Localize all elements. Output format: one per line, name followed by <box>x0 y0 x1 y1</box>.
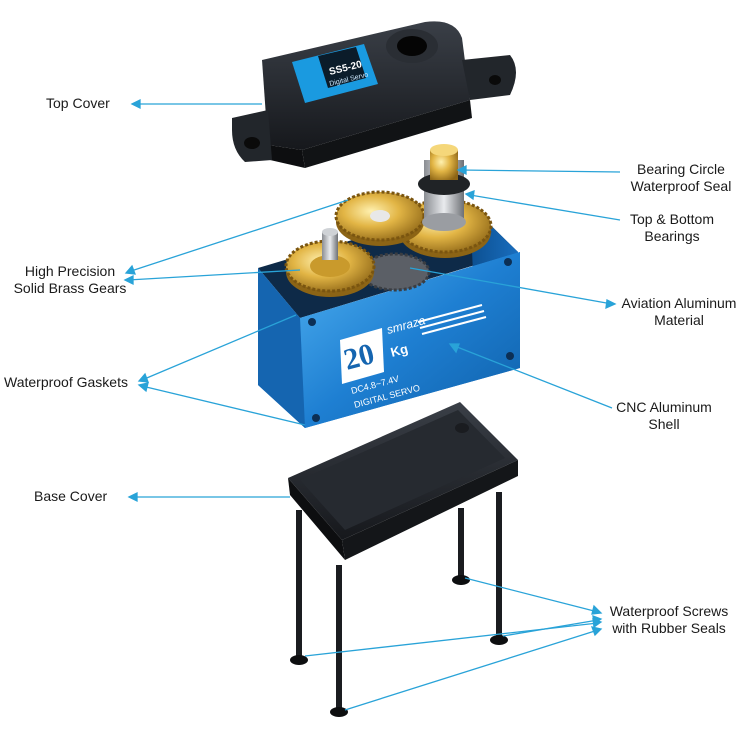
label-top-cover: Top Cover <box>46 95 110 111</box>
label-waterproof-gaskets: Waterproof Gaskets <box>4 374 128 390</box>
label-aviation-aluminum-line1: Aviation Aluminum <box>621 295 737 311</box>
label-aviation-aluminum-line2: Material <box>654 312 704 328</box>
label-bearings-line1: Top & Bottom <box>629 211 715 227</box>
label-screws: Waterproof Screws with Rubber Seals <box>598 603 740 637</box>
screw <box>452 508 470 585</box>
label-aviation-aluminum: Aviation Aluminum Material <box>612 295 746 329</box>
label-cnc-shell-line2: Shell <box>648 416 680 432</box>
label-screws-line2: with Rubber Seals <box>612 620 726 636</box>
label-base-cover: Base Cover <box>34 488 108 504</box>
label-screws-line1: Waterproof Screws <box>609 603 729 619</box>
label-cnc-shell: CNC Aluminum Shell <box>606 399 722 433</box>
label-brass-gears-line2: Solid Brass Gears <box>13 280 127 296</box>
label-cnc-shell-line1: CNC Aluminum <box>616 399 712 415</box>
weight-unit: Kg <box>389 341 410 360</box>
top-cover-sticker: SS5-20 Digital Servo <box>292 44 378 103</box>
label-bearing-seal: Bearing Circle Waterproof Seal <box>622 161 740 195</box>
label-bearing-seal-line1: Bearing Circle <box>637 161 725 177</box>
screw <box>290 510 308 665</box>
label-brass-gears-line1: High Precision <box>24 263 116 279</box>
screw <box>330 565 348 717</box>
label-brass-gears: High Precision Solid Brass Gears <box>4 263 136 297</box>
label-bearings: Top & Bottom Bearings <box>622 211 722 245</box>
leader-lines <box>123 98 621 711</box>
top-cover: SS5-20 Digital Servo <box>232 21 516 168</box>
label-bearings-line2: Bearings <box>644 228 700 244</box>
label-bearing-seal-line2: Waterproof Seal <box>630 178 732 194</box>
base-cover <box>288 402 518 560</box>
waterproof-screws <box>290 492 508 717</box>
screw <box>490 492 508 645</box>
